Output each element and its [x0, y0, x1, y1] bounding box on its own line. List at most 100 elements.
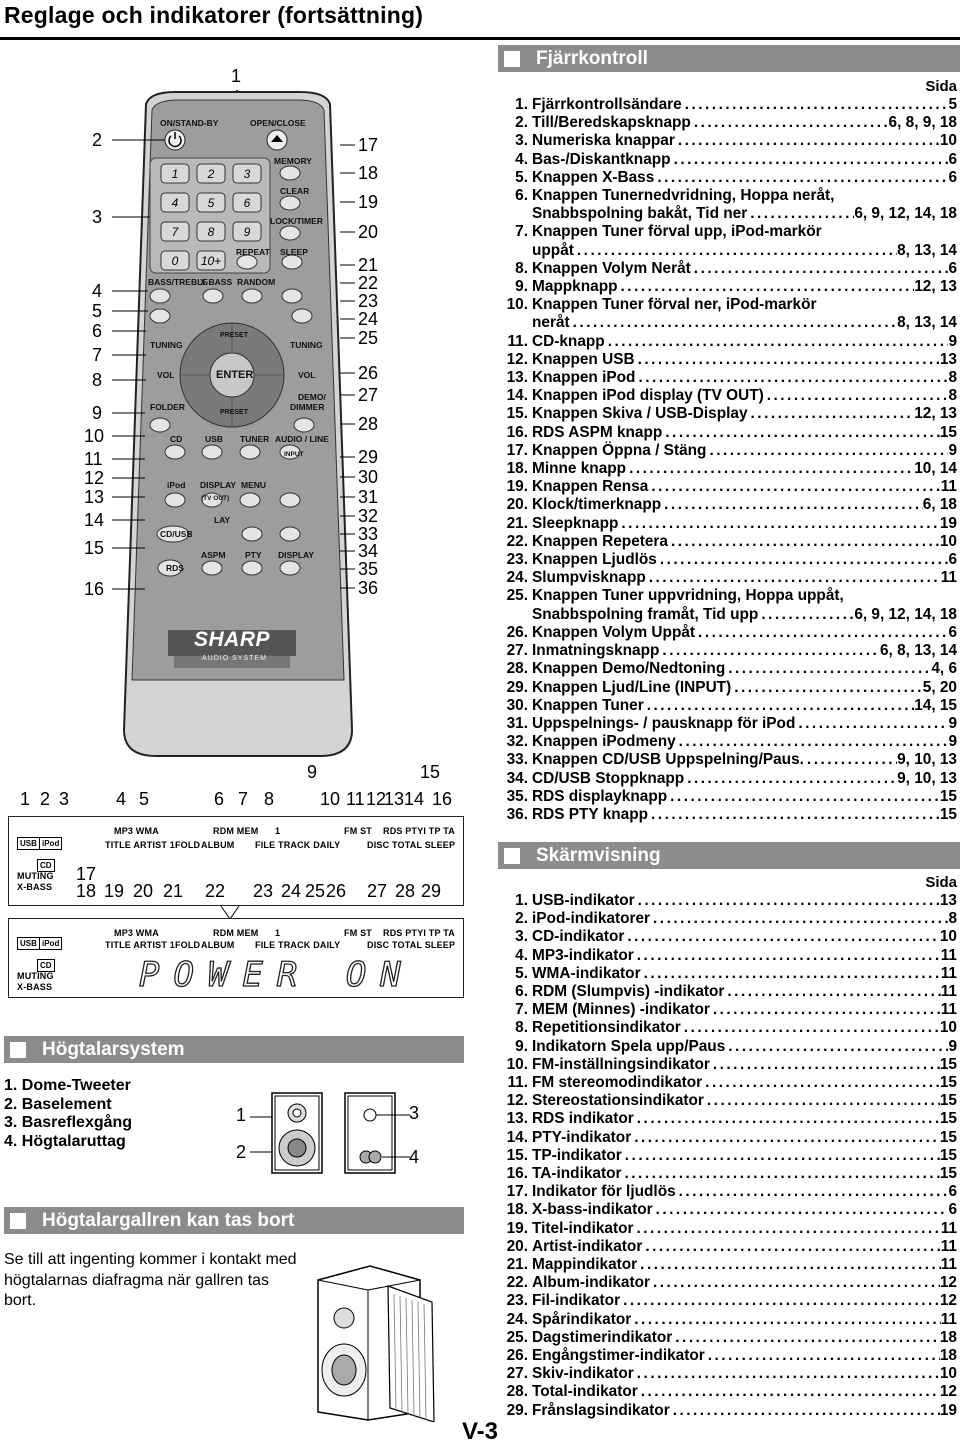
list-item: 9.Indikatorn Spela upp/Paus9: [505, 1038, 957, 1056]
leader-dots: [705, 1347, 940, 1365]
list-item: 10.Knappen Tuner förval ner, iPod-markör: [505, 296, 957, 314]
label-input: INPUT: [284, 451, 304, 458]
label-demo-dimmer-2: DIMMER: [290, 402, 325, 412]
remote-callout: 4: [92, 281, 103, 301]
remote-callout: 11: [84, 449, 103, 469]
tuner-button: [239, 444, 261, 460]
demo-dimmer-button: [293, 417, 315, 433]
leader-dots: [637, 1256, 941, 1274]
item-page: 11: [940, 983, 957, 1001]
display-callout: 29: [421, 881, 442, 901]
remote-callout: 20: [358, 222, 379, 242]
remote-callout: 15: [84, 538, 105, 558]
leader-dots: ........................................…: [572, 314, 898, 332]
item-page: 11: [940, 1001, 957, 1019]
item-label: Knappen X-Bass: [532, 168, 655, 186]
remote-callout: 16: [84, 579, 105, 599]
list-item: 25.Dagstimerindikator18: [505, 1329, 957, 1347]
item-page: 5, 20: [922, 678, 957, 696]
label-rds: RDS: [166, 563, 184, 573]
svg-text:5: 5: [208, 196, 215, 210]
remote-callout: 7: [92, 345, 103, 365]
item-number: 6.: [515, 983, 528, 1001]
list-item: 8.Repetitionsindikator10: [505, 1019, 957, 1037]
item-number: 16.: [506, 1165, 528, 1183]
lcd-file-track-daily: FILE TRACK DAILY: [255, 840, 341, 850]
skip-back-button: [149, 308, 171, 324]
item-label: Engångstimer-indikator: [532, 1347, 705, 1365]
item-page: 6: [948, 168, 957, 186]
item-label: Mappindikator: [532, 1256, 638, 1274]
list-item: 36.RDS PTY knapp15: [505, 806, 957, 824]
item-number: 17.: [506, 1183, 528, 1201]
item-number: 8.: [515, 1019, 528, 1037]
remote-callout: 30: [358, 467, 379, 487]
leader-dots: [667, 788, 940, 806]
item-label: Bas-/Diskantknapp: [532, 150, 671, 168]
remote-section-heading: Fjärrkontroll: [498, 45, 960, 72]
brand-subtitle: AUDIO SYSTEM: [202, 655, 267, 662]
item-number: 19.: [506, 478, 528, 496]
item-number: 26.: [506, 1347, 528, 1365]
display-heading-text: Skärmvisning: [536, 844, 661, 866]
item-label: CD-indikator: [532, 928, 625, 946]
list-item: 6.RDM (Slumpvis) -indikator11: [505, 983, 957, 1001]
remote-callout: 25: [358, 328, 379, 348]
leader-dots: [648, 806, 940, 824]
item-label: Dagstimerindikator: [532, 1328, 673, 1346]
leader-dots: [618, 278, 915, 296]
leader-dots: [710, 1056, 940, 1074]
remote-callout: 3: [92, 207, 103, 227]
label-enter: ENTER: [216, 369, 254, 381]
leader-dots: [676, 733, 949, 751]
rds-display-button: [279, 560, 301, 576]
item-label: CD-knapp: [532, 332, 605, 350]
svg-text:9: 9: [244, 225, 251, 239]
item-page: 6, 9, 12, 14, 18: [854, 205, 957, 223]
ipod-button: [164, 492, 186, 508]
item-page: 11: [940, 569, 957, 587]
item-page: 15: [939, 1055, 957, 1073]
item-label: Knappen CD/USB Uppspelning/Paus.: [532, 751, 804, 769]
item-number: 24.: [506, 569, 528, 587]
item-number: 12.: [506, 1092, 528, 1110]
item-label-cont: neråt: [532, 314, 570, 332]
item-number: 29.: [506, 1401, 528, 1419]
item-number: 4.: [515, 150, 528, 168]
item-number: 2.: [515, 910, 528, 928]
item-label: PTY-indikator: [532, 1128, 632, 1146]
leader-dots: ........................................…: [761, 605, 854, 623]
item-page: 9: [948, 332, 957, 350]
svg-text:6: 6: [244, 196, 251, 210]
item-number: 3.: [515, 928, 528, 946]
list-item: 15.Knappen Skiva / USB-Display12, 13: [505, 405, 957, 423]
item-page: 6: [948, 259, 957, 277]
lcd-cd: CD: [37, 859, 55, 872]
label-open-close: OPEN/CLOSE: [250, 118, 306, 128]
item-label: Knappen iPodmeny: [532, 733, 676, 751]
lcd2-title-artist-fold: TITLE ARTIST 1FOLD: [105, 940, 201, 950]
label-tuner: TUNER: [240, 434, 270, 444]
item-page: 5: [948, 96, 957, 113]
list-item: 15.TP-indikator15: [505, 1147, 957, 1165]
remote-callout: 31: [358, 487, 379, 507]
key-1: 1: [160, 163, 190, 184]
list-item: 24.Spårindikator11: [505, 1311, 957, 1329]
item-label: Knappen iPod: [532, 369, 636, 387]
remote-callout: 28: [358, 414, 379, 434]
item-page: 6, 8, 13, 14: [879, 642, 957, 660]
item-page: 15: [939, 1074, 957, 1092]
item-number: 30.: [506, 696, 528, 714]
leader-dots: ........................................…: [750, 205, 854, 223]
item-page: 6: [948, 623, 957, 641]
display-callout: 3: [59, 789, 70, 809]
list-item: 31.Uppspelnings- / pausknapp för iPod9: [505, 715, 957, 733]
item-page: 9: [948, 733, 957, 751]
list-item-continuation: neråt...................................…: [505, 314, 957, 332]
item-page: 11: [940, 964, 957, 982]
heading-square-icon: [10, 1041, 26, 1058]
heading-square-icon: [504, 50, 520, 67]
page-title: Reglage och indikatorer (fortsättning): [4, 2, 424, 28]
item-number: 10.: [506, 1055, 528, 1073]
leader-dots: [725, 660, 931, 678]
